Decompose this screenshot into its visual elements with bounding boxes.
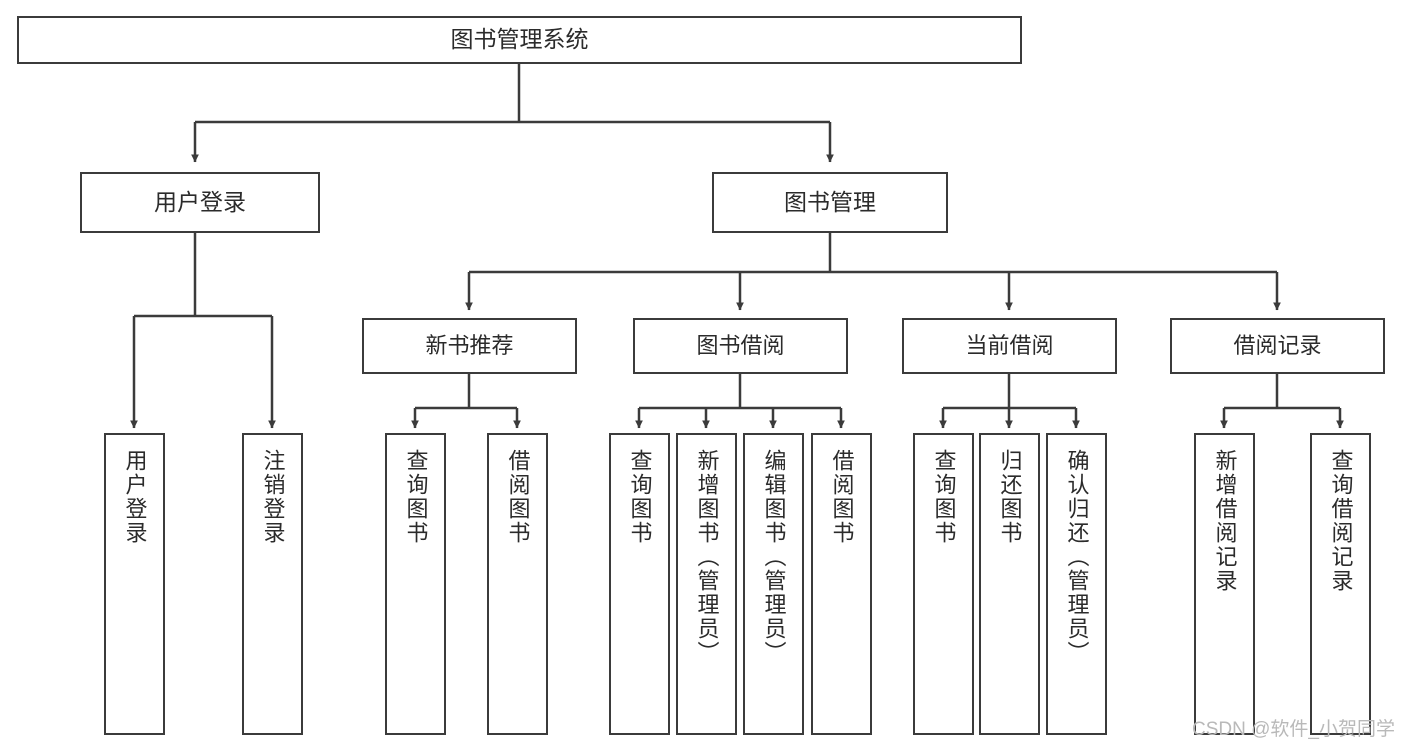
node-label: 归还图书 — [997, 449, 1023, 545]
node-label: 图书借阅 — [696, 333, 785, 359]
node-label: 用户登录 — [122, 449, 148, 545]
leaf-user-login-login[interactable]: 用户登录 — [104, 433, 165, 735]
node-borrow-record[interactable]: 借阅记录 — [1170, 318, 1385, 374]
leaf-current-borrow-return-book[interactable]: 归还图书 — [979, 433, 1040, 735]
node-label: 注销登录 — [260, 449, 286, 545]
node-new-book-recommend[interactable]: 新书推荐 — [362, 318, 577, 374]
node-label: 借阅图书 — [505, 449, 531, 545]
node-label: 借阅图书 — [829, 449, 855, 545]
node-label: 新增图书（管理员） — [694, 449, 720, 665]
node-book-management[interactable]: 图书管理 — [712, 172, 948, 233]
leaf-current-borrow-confirm-return-admin[interactable]: 确认归还（管理员） — [1046, 433, 1107, 735]
node-label: 查询图书 — [627, 449, 653, 545]
leaf-book-borrow-edit-book-admin[interactable]: 编辑图书（管理员） — [743, 433, 804, 735]
node-label: 查询图书 — [403, 449, 429, 545]
node-label: 查询借阅记录 — [1328, 449, 1354, 593]
node-label: 新增借阅记录 — [1212, 449, 1238, 593]
leaf-current-borrow-query-book[interactable]: 查询图书 — [913, 433, 974, 735]
node-user-login[interactable]: 用户登录 — [80, 172, 320, 233]
node-root-library-system[interactable]: 图书管理系统 — [17, 16, 1022, 64]
node-label: 用户登录 — [154, 188, 246, 215]
node-book-borrow[interactable]: 图书借阅 — [633, 318, 848, 374]
leaf-borrow-record-query-record[interactable]: 查询借阅记录 — [1310, 433, 1371, 735]
leaf-new-book-query-book[interactable]: 查询图书 — [385, 433, 446, 735]
node-current-borrow[interactable]: 当前借阅 — [902, 318, 1117, 374]
node-label: 当前借阅 — [965, 333, 1054, 359]
node-label: 查询图书 — [931, 449, 957, 545]
leaf-book-borrow-add-book-admin[interactable]: 新增图书（管理员） — [676, 433, 737, 735]
node-label: 新书推荐 — [425, 333, 514, 359]
node-label: 确认归还（管理员） — [1064, 449, 1090, 665]
node-label: 编辑图书（管理员） — [761, 449, 787, 665]
leaf-book-borrow-query-book[interactable]: 查询图书 — [609, 433, 670, 735]
node-label: 图书管理 — [784, 188, 876, 215]
leaf-borrow-record-add-record[interactable]: 新增借阅记录 — [1194, 433, 1255, 735]
node-label: 图书管理系统 — [450, 26, 589, 53]
node-label: 借阅记录 — [1233, 333, 1322, 359]
leaf-new-book-borrow-book[interactable]: 借阅图书 — [487, 433, 548, 735]
leaf-user-login-logout[interactable]: 注销登录 — [242, 433, 303, 735]
leaf-book-borrow-borrow-book[interactable]: 借阅图书 — [811, 433, 872, 735]
